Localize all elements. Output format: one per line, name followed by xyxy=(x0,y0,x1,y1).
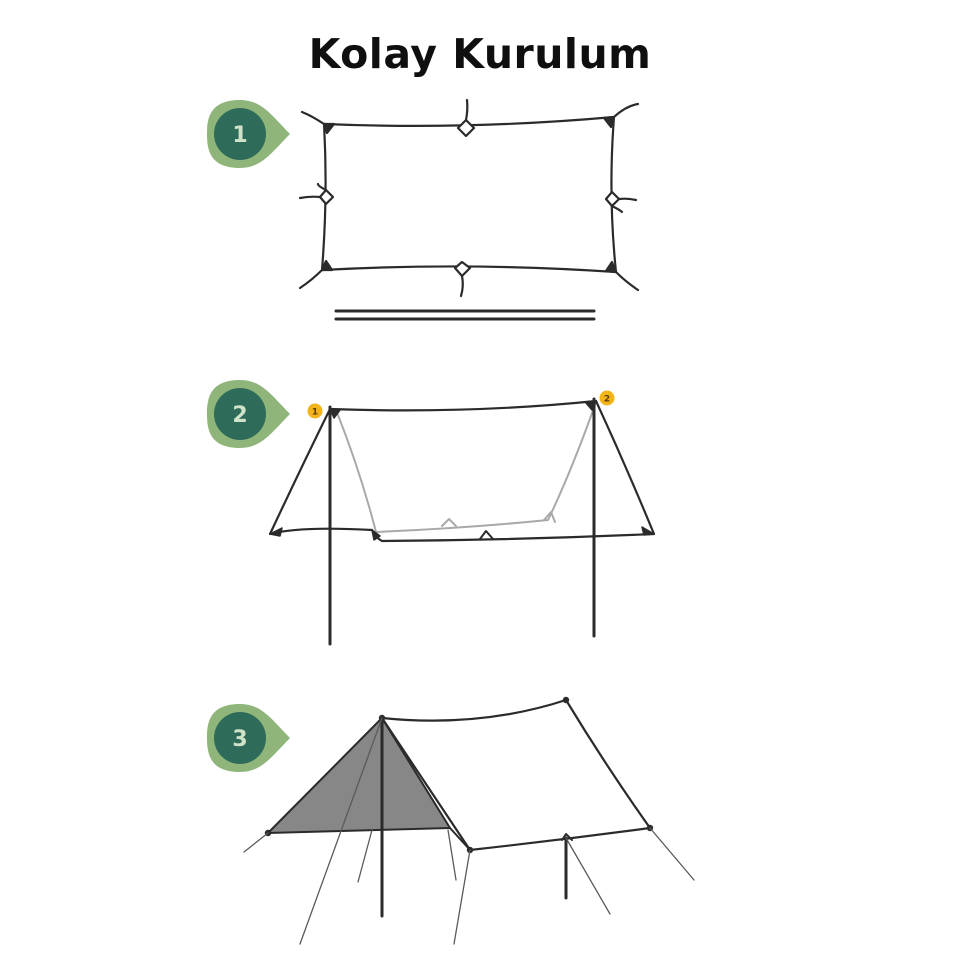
step-2-badge: 2 xyxy=(207,380,290,448)
step-3-number: 3 xyxy=(232,727,247,752)
page-title: Kolay Kurulum xyxy=(308,30,652,78)
step-1-number: 1 xyxy=(232,123,247,148)
pole-marker-1-label: 1 xyxy=(312,408,318,418)
step-2-number: 2 xyxy=(232,403,247,428)
tent-poles-illustration xyxy=(334,309,596,321)
flat-tarp-illustration xyxy=(298,98,640,298)
step-1-badge: 1 xyxy=(207,100,290,168)
pole-marker-2: 2 xyxy=(599,390,615,406)
pole-marker-2-label: 2 xyxy=(604,395,610,405)
step-3-badge: 3 xyxy=(207,704,290,772)
pole-marker-1: 1 xyxy=(307,403,323,419)
raised-tarp-illustration xyxy=(268,397,656,646)
pitched-shelter-illustration xyxy=(243,696,695,945)
